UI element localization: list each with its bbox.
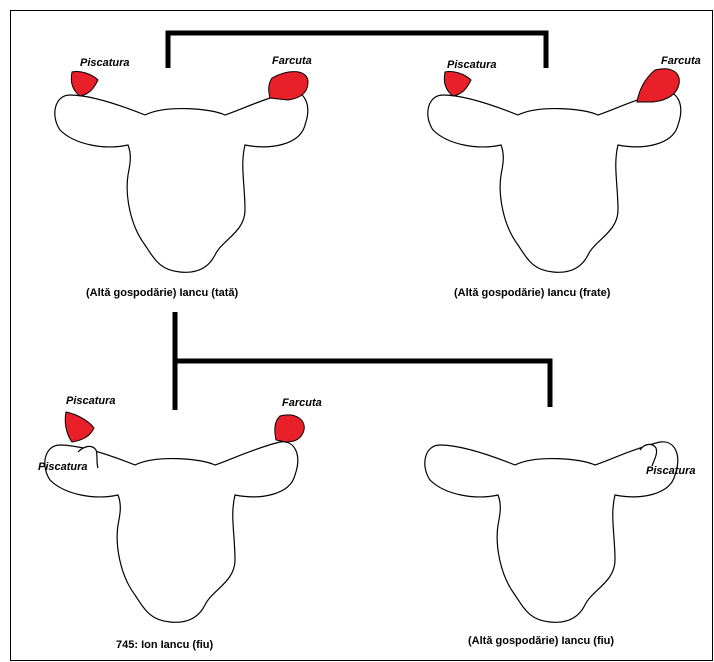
label-farcuta-1: Farcuta: [272, 55, 312, 67]
label-piscatura-4: Piscatura: [646, 465, 696, 477]
head-outline: [425, 442, 678, 622]
animal-bottom-left: [45, 412, 304, 622]
label-farcuta-2: Farcuta: [661, 55, 701, 67]
label-piscatura-1: Piscatura: [80, 57, 130, 69]
offspring-connector: [175, 361, 550, 407]
head-outline: [55, 92, 308, 272]
piscatura-mark: [444, 71, 471, 96]
label-piscatura-3b: Piscatura: [38, 461, 88, 473]
animal-top-right: [428, 69, 681, 273]
farcuta-mark: [275, 415, 304, 442]
caption-animal-2: (Altă gospodărie) Iancu (frate): [454, 287, 611, 299]
caption-animal-1: (Altă gospodărie) Iancu (tată): [86, 287, 239, 299]
animal-bottom-right: [425, 442, 678, 622]
piscatura-mark: [65, 412, 94, 442]
caption-animal-3: 745: Ion Iancu (fiu): [116, 639, 214, 651]
label-piscatura-3a: Piscatura: [66, 395, 116, 407]
piscatura-mark: [71, 71, 98, 96]
label-farcuta-3: Farcuta: [282, 397, 322, 409]
caption-animal-4: (Altă gospodărie) Iancu (fiu): [468, 635, 614, 647]
animal-top-left: [55, 71, 308, 272]
head-outline: [428, 92, 681, 272]
label-piscatura-2: Piscatura: [447, 59, 497, 71]
